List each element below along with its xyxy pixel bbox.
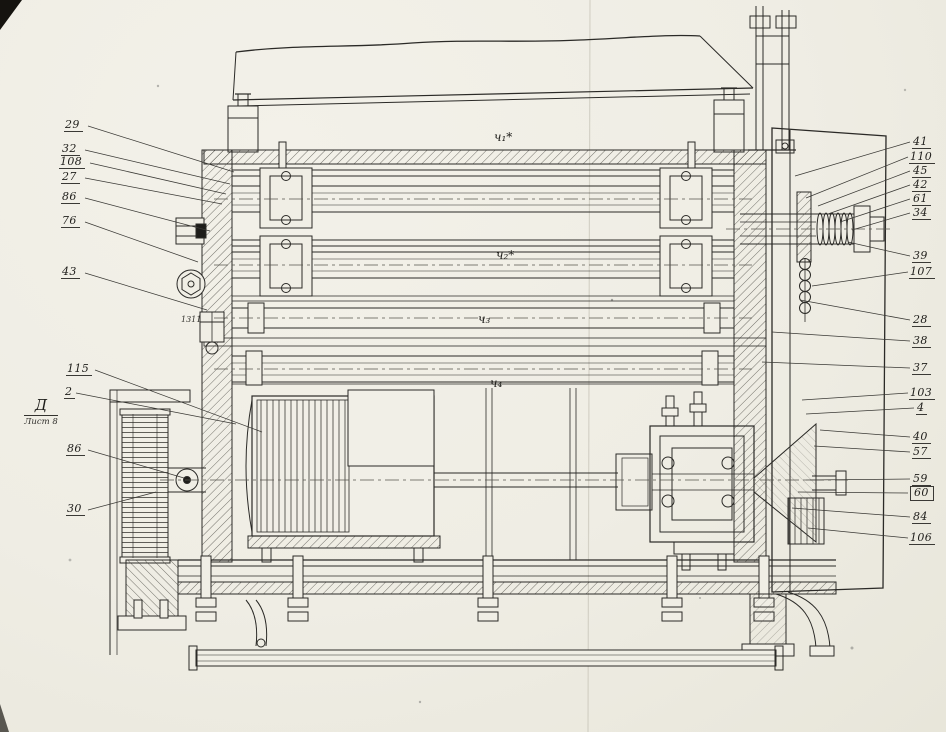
- callout-42: 42: [912, 179, 931, 192]
- callout-86-upper: 86: [61, 191, 80, 204]
- callout-59: 59: [912, 473, 931, 486]
- roller-1-label: ч₁*: [494, 130, 513, 144]
- callout-29: 29: [64, 119, 83, 132]
- roller-4: [231, 350, 735, 386]
- feed-chute: [227, 34, 754, 153]
- callout-39: 39: [912, 250, 931, 263]
- drive-pulley-assembly: [109, 389, 206, 655]
- callout-40: 40: [912, 431, 931, 444]
- callout-106: 106: [909, 532, 936, 545]
- roller-4-label: ч₄: [490, 376, 503, 390]
- sheet-reference: Лист 8: [24, 417, 58, 427]
- callout-2: 2: [64, 386, 76, 399]
- gearbox-assembly: [615, 391, 847, 571]
- callout-38: 38: [912, 335, 931, 348]
- callout-4: 4: [916, 402, 928, 415]
- callout-27: 27: [61, 171, 80, 184]
- callout-28: 28: [912, 314, 931, 327]
- callout-45: 45: [912, 165, 931, 178]
- view-letter: Д: [24, 396, 58, 416]
- chute-support-bracket: [748, 6, 797, 151]
- roller-2: [231, 235, 735, 297]
- callout-108: 108: [59, 156, 86, 169]
- callout-32: 32: [61, 143, 80, 156]
- callout-41: 41: [912, 136, 931, 149]
- main-frame: [201, 141, 767, 563]
- stamp-number: 1311: [181, 315, 202, 324]
- callout-57: 57: [912, 446, 931, 459]
- callout-60: 60: [910, 486, 934, 501]
- roller-1: [231, 167, 735, 229]
- leader-lines: [75, 125, 915, 539]
- callout-34: 34: [912, 207, 931, 220]
- callout-115: 115: [66, 363, 93, 376]
- callout-30: 30: [66, 503, 85, 516]
- callout-37: 37: [912, 362, 931, 375]
- roller-3-label: ч₃: [478, 312, 491, 326]
- callout-76: 76: [61, 215, 80, 228]
- left-wall-details: [175, 217, 225, 355]
- paper-marks: [0, 0, 907, 732]
- callout-110: 110: [909, 151, 936, 164]
- callout-84: 84: [912, 511, 931, 524]
- callout-61: 61: [912, 193, 931, 206]
- centerlines: [160, 198, 892, 481]
- base-frame: [177, 555, 837, 671]
- callout-103: 103: [909, 387, 936, 400]
- callout-107: 107: [909, 266, 936, 279]
- tension-screw-assembly: [740, 191, 885, 322]
- view-label: Д Лист 8: [24, 396, 58, 427]
- callout-86-lower: 86: [66, 443, 85, 456]
- roller-2-label: ч₂*: [496, 248, 515, 262]
- callout-43: 43: [61, 266, 80, 279]
- electric-motor: [245, 389, 618, 563]
